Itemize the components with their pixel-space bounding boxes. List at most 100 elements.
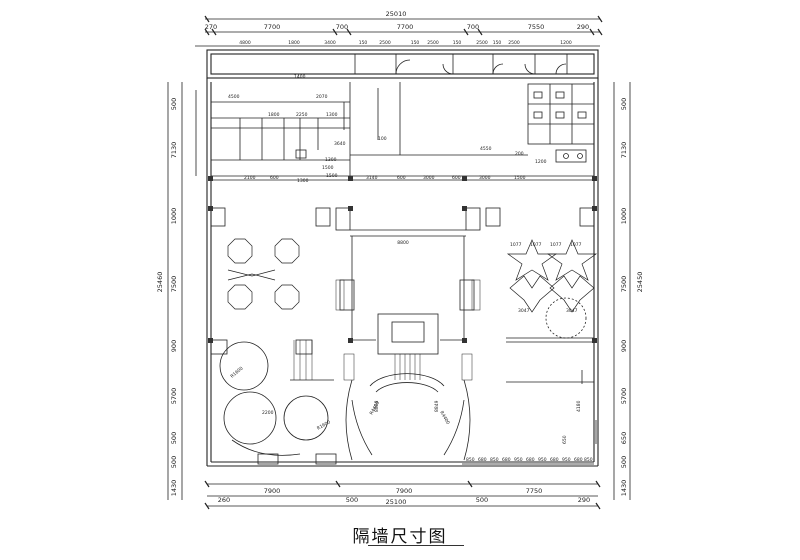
left-dim: 500 [170, 98, 178, 110]
central-hall: 8800 R4400 R4400 8808 8849 [335, 207, 481, 461]
interior-dim: 1300 [297, 178, 309, 184]
interior-dim: 600 [452, 175, 461, 181]
left-dim: 7500 [170, 276, 178, 293]
interior-dim: 2100 [244, 175, 256, 181]
bottom-row2-dim: 500 [346, 496, 358, 504]
interior-dim: 3047 [518, 308, 530, 314]
top-dim: 7550 [528, 23, 545, 31]
right-dim: 1000 [620, 208, 628, 225]
interior-dim: R1600 [316, 419, 332, 432]
chain-dim: 680 [502, 457, 511, 463]
left-dim: 500 [170, 432, 178, 444]
interior-dim: 1200 [535, 159, 547, 165]
top-row2-dim: 4800 [239, 40, 251, 46]
right-dim: 500 [620, 98, 628, 110]
bottom-row2-dim: 290 [578, 496, 590, 504]
top-overall-dim: 25010 [386, 10, 407, 18]
bottom-overall-dim: 25100 [386, 498, 407, 506]
top-row2-dim: 150 [411, 40, 420, 46]
interior-dim: 1500 [326, 173, 338, 179]
interior-dim: 3000 [479, 175, 491, 181]
chain-dim: 850 [584, 457, 593, 463]
interior-dim: 1077 [530, 242, 542, 248]
top-dim: 7700 [397, 23, 414, 31]
interior-dim: 1077 [510, 242, 522, 248]
right-star-area: 1077 1077 1077 1077 3047 3047 4180 650 [485, 207, 598, 444]
bottom-dim: 7750 [526, 487, 543, 495]
chain-dim: 680 [550, 457, 559, 463]
interior-dim: 8849 [434, 400, 440, 412]
interior-dim: 650 [562, 435, 568, 444]
chain-dim: 950 [538, 457, 547, 463]
interior-dim: 2200 [262, 410, 274, 416]
restroom-block [527, 83, 595, 163]
left-dim: 1430 [170, 480, 178, 497]
interior-dim: 600 [270, 175, 279, 181]
bottom-row2-dim: 500 [476, 496, 488, 504]
interior-dim: 4550 [480, 146, 492, 152]
interior-dim: 600 [397, 175, 406, 181]
chain-dim: 680 [478, 457, 487, 463]
structural-columns [208, 176, 597, 343]
top-row2-dim: 1200 [560, 40, 572, 46]
top-corridor-rooms [354, 54, 568, 75]
outer-walls [206, 49, 599, 467]
bottom-dim: 7900 [264, 487, 281, 495]
right-dim: 7130 [620, 142, 628, 159]
bottom-dimension-chain: 7900 7900 7750 260 500 500 290 25100 [204, 480, 601, 510]
interior-dim: 1800 [268, 112, 280, 118]
interior-dim: 8800 [397, 240, 409, 246]
top-dim: 700 [336, 23, 348, 31]
interior-dim: 1500 [322, 165, 334, 171]
interior-dim: 1300 [326, 112, 338, 118]
interior-dim: 1077 [570, 242, 582, 248]
interior-dim: 1300 [325, 157, 337, 163]
top-row2-dim: 150 [493, 40, 502, 46]
interior-dim: 4180 [576, 400, 582, 412]
interior-dim: 3000 [423, 175, 435, 181]
right-dim: 650 [620, 432, 628, 444]
interior-dim: R4400 [438, 410, 451, 426]
interior-dim: R1600 [229, 365, 244, 379]
drawing-title: 隔墙尺寸图 [352, 527, 448, 547]
left-lounge [210, 207, 331, 355]
top-row2-dim: 2500 [508, 40, 520, 46]
right-dim: 1430 [620, 480, 628, 497]
top-row2-dim: 2500 [476, 40, 488, 46]
top-dimension-chain: 25010 270 7700 700 7700 700 7550 290 480… [195, 10, 603, 47]
top-row2-dim: 3400 [324, 40, 336, 46]
left-dim: 1000 [170, 208, 178, 225]
title-underline [368, 545, 464, 546]
chain-dim: 950 [514, 457, 523, 463]
left-dimension-chain: 500 7130 1000 7500 900 5700 500 500 1430… [156, 82, 197, 500]
top-dim: 700 [467, 23, 479, 31]
interior-dim: 200 [515, 151, 524, 157]
interior-dim: 1077 [550, 242, 562, 248]
left-dim: 500 [170, 456, 178, 468]
interior-dim: 3047 [566, 308, 578, 314]
chain-dim: 850 [466, 457, 475, 463]
left-overall-dim: 25460 [156, 272, 164, 293]
upper-office-area: 1400 2070 1300 4500 1800 2250 1300 3640 … [211, 74, 594, 184]
right-dim: 500 [620, 456, 628, 468]
interior-dim: 4500 [228, 94, 240, 100]
top-row2-dim: 150 [359, 40, 368, 46]
interior-dim: 1500 [514, 175, 526, 181]
top-row2-dim: 2500 [427, 40, 439, 46]
left-dim: 5700 [170, 388, 178, 405]
top-row2-dim: 1800 [288, 40, 300, 46]
bottom-right-chain: 850 680 850 680 950 680 950 680 950 680 … [462, 457, 594, 465]
right-dim: 5700 [620, 388, 628, 405]
chain-dim: 680 [574, 457, 583, 463]
chain-dim: 850 [490, 457, 499, 463]
right-dimension-chain: 500 7130 1000 7500 900 5700 650 500 1430… [613, 82, 644, 500]
interior-dim: 2250 [296, 112, 308, 118]
right-overall-dim: 25450 [636, 272, 644, 293]
top-dim: 290 [577, 23, 589, 31]
interior-dim: 100 [378, 136, 387, 142]
bottom-dim: 7900 [396, 487, 413, 495]
left-dim: 7130 [170, 142, 178, 159]
bottom-row2-dim: 260 [218, 496, 230, 504]
chain-dim: 680 [526, 457, 535, 463]
